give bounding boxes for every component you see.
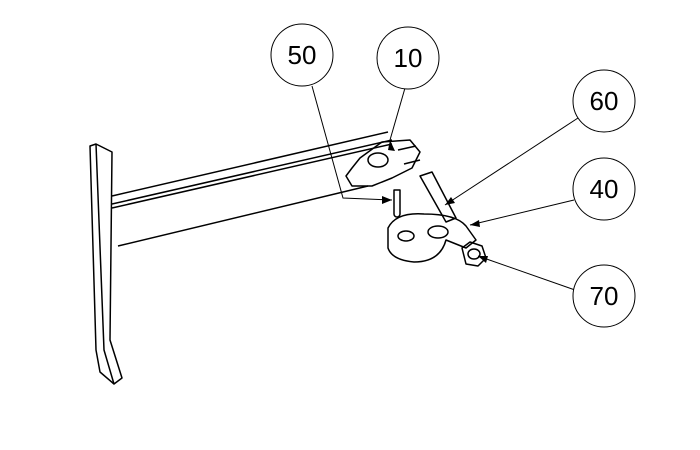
arrowhead-70	[478, 256, 488, 263]
balloon-label-50: 50	[288, 40, 317, 70]
balloon-label-60: 60	[590, 86, 619, 116]
balloon-label-10: 10	[394, 43, 423, 73]
leader-10	[389, 87, 406, 141]
balloon-50	[270, 23, 334, 87]
arrowhead-50	[382, 196, 392, 204]
balloon-60	[572, 69, 636, 133]
balloon-10	[376, 26, 440, 90]
handle-part-60	[419, 171, 457, 223]
clamp-part-40	[387, 213, 477, 263]
balloon-label-70: 70	[590, 281, 619, 311]
leader-60	[444, 117, 579, 206]
nut-part-70	[461, 241, 487, 267]
balloon-label-40: 40	[590, 174, 619, 204]
arrowhead-60	[445, 197, 455, 205]
balloon-70	[572, 264, 636, 328]
vertical-post	[89, 143, 123, 385]
arrowhead-40	[470, 220, 480, 227]
leader-50	[311, 85, 393, 201]
post-edge	[95, 143, 115, 385]
leader-40	[469, 199, 575, 226]
beam	[111, 131, 393, 247]
bracket-part-10	[345, 139, 421, 187]
arrowhead-10	[388, 140, 395, 151]
leader-70	[477, 255, 576, 291]
pin-part-50	[393, 189, 401, 218]
balloon-40	[572, 157, 636, 221]
